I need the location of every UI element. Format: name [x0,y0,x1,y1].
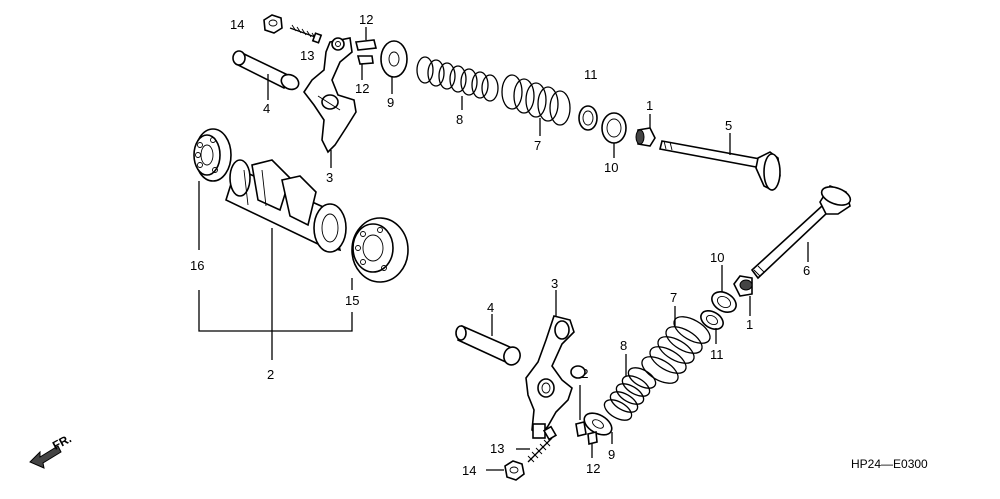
callout-14-bottom: 14 [462,463,476,478]
callout-10-bottom: 10 [710,250,724,265]
callout-16: 16 [190,258,204,273]
callout-11-bottom: 11 [710,347,724,362]
callout-14-top: 14 [230,17,244,32]
spring-seat-part-11-bottom [700,310,724,330]
valve-cotter-part-12-bottom-a [575,421,587,437]
callout-9-bottom: 9 [608,447,615,462]
rocker-arm-part-3-bottom [525,315,586,439]
callout-3-bottom: 3 [551,276,558,291]
valve-part-5 [659,140,781,192]
callout-8-top: 8 [456,112,463,127]
callout-13-top: 13 [300,48,314,63]
spring-retainer-part-9-bottom [583,412,613,436]
stem-seal-part-10-bottom [711,291,737,313]
callout-10-top: 10 [604,160,618,175]
bracket-16-2-15 [198,290,353,332]
spring-retainer-part-9-top [380,40,408,78]
spring-seat-part-11-top [578,105,598,131]
callout-9-top: 9 [387,95,394,110]
callout-3-top: 3 [326,170,333,185]
valve-cap-part-1-top [635,127,656,147]
valve-cotter-part-12-top-a [355,39,377,51]
stem-seal-part-10-top [601,112,627,144]
valve-cotter-part-12-top-b [356,55,374,65]
callout-5: 5 [725,118,732,133]
callout-8-bottom: 8 [620,338,627,353]
callout-12-top-a: 12 [359,12,373,27]
bearing-part-15 [351,217,409,283]
bearing-part-16 [193,128,232,182]
valve-cotter-part-12-bottom-b [587,430,598,446]
camshaft-part-2 [225,159,347,253]
callout-7-bottom: 7 [670,290,677,305]
nut-part-14-bottom [504,460,525,481]
adjusting-screw-part-13-bottom [527,425,558,463]
callout-1-top: 1 [646,98,653,113]
outer-valve-spring-part-7-bottom [641,316,711,384]
nut-part-14-top [263,14,283,34]
valve-part-6 [750,185,852,280]
callout-2: 2 [267,367,274,382]
callout-7-top: 7 [534,138,541,153]
inner-valve-spring-part-8-bottom [603,367,657,421]
valve-cap-part-1-bottom [733,275,753,297]
rocker-arm-part-3-top [303,37,357,154]
inner-valve-spring-part-8-top [416,56,499,102]
callout-11-top: 11 [584,67,598,82]
callout-12-bottom-b: 12 [586,461,600,476]
diagram-code: HP24—E0300 [851,457,928,471]
rocker-shaft-part-4-bottom [455,324,521,366]
rocker-shaft-part-4-top [232,50,300,91]
callout-12-top-b: 12 [355,81,369,96]
callout-13-bottom: 13 [490,441,504,456]
callout-4-top: 4 [263,101,270,116]
callout-4-bottom: 4 [487,300,494,315]
adjusting-screw-part-13-top [289,24,323,44]
front-direction-arrow-icon [29,445,62,469]
callout-15: 15 [345,293,359,308]
outer-valve-spring-part-7-top [501,74,571,126]
callout-6: 6 [803,263,810,278]
callout-1-bottom: 1 [746,317,753,332]
